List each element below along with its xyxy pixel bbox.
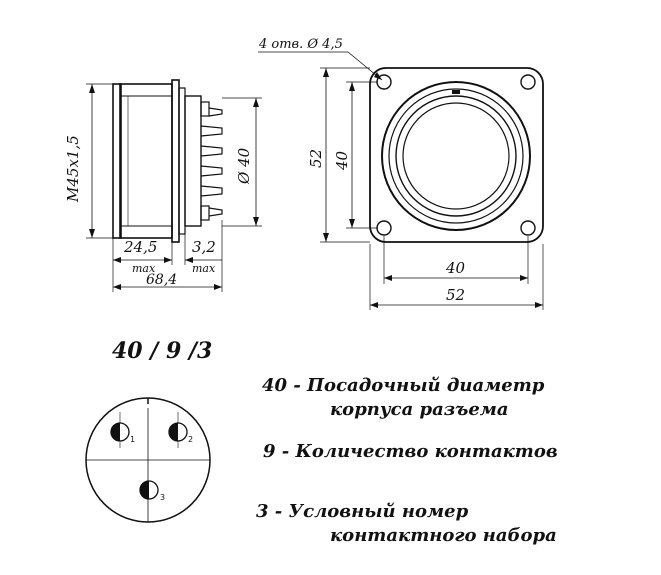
arrow <box>113 257 121 263</box>
legend-line-3b: контактного набора <box>330 525 557 546</box>
pin-layout-diagram: 1 2 3 <box>85 397 211 523</box>
inner-height: 40 <box>333 150 351 171</box>
arrow <box>214 284 222 290</box>
housing-outer-ring <box>381 81 531 231</box>
pin-label: 1 <box>130 435 135 444</box>
pin-2: 2 <box>168 422 193 444</box>
key-notch <box>452 90 460 94</box>
arrow <box>113 284 121 290</box>
pin-fill <box>140 481 149 499</box>
pin-fill <box>111 423 120 441</box>
housing-inner-ring <box>402 102 510 210</box>
pin-1: 1 <box>110 422 135 444</box>
mount-hole <box>376 220 392 236</box>
legend-line-1: 40 - Посадочный диаметр <box>262 375 545 396</box>
dia-label: Ø 40 <box>235 147 253 185</box>
code-title: 40 / 9 /3 <box>112 338 212 364</box>
arrow <box>89 84 95 93</box>
flange-nut <box>178 87 186 235</box>
legend-line-2: 9 - Количество контактов <box>263 441 558 462</box>
arrow <box>349 82 355 91</box>
arrow <box>535 302 543 308</box>
arrow <box>253 98 259 107</box>
outer-width: 52 <box>446 286 465 304</box>
contact-pins <box>200 101 223 221</box>
legend-line-1b: корпуса разъема <box>330 399 509 420</box>
pin-block <box>200 101 210 117</box>
thread-label: M45x1,5 <box>64 135 82 203</box>
pin-block <box>200 205 210 221</box>
outer-height: 52 <box>307 149 325 168</box>
len1-suffix: max <box>132 262 156 275</box>
arrow <box>185 257 193 263</box>
len2-suffix: max <box>192 262 216 275</box>
len1-value: 24,5 <box>123 238 157 256</box>
pin-label: 2 <box>188 435 193 444</box>
solder-cup <box>200 125 223 137</box>
legend-line-3: 3 - Условный номер <box>256 501 469 522</box>
arrow <box>384 275 392 281</box>
arrow <box>370 302 378 308</box>
solder-cup <box>200 145 223 157</box>
arrow <box>374 72 382 80</box>
arrow <box>323 68 329 77</box>
arrow <box>520 275 528 281</box>
arrow <box>253 217 259 226</box>
connector-front-view: 4 отв. Ø 4,5 52 40 40 52 <box>258 37 544 310</box>
plug-front-ring <box>112 83 122 239</box>
solder-cup <box>208 207 223 217</box>
pin-3: 3 <box>139 480 165 502</box>
solder-cup <box>200 165 223 177</box>
arrow <box>349 219 355 228</box>
housing-ring-2 <box>388 88 524 224</box>
solder-cup <box>200 185 223 197</box>
solder-cup <box>208 107 223 117</box>
mount-hole <box>520 220 536 236</box>
legend: 40 - Посадочный диаметр корпуса разъема … <box>256 375 558 546</box>
len2-value: 3,2 <box>192 238 216 256</box>
total-length: 68,4 <box>146 272 177 288</box>
arrow <box>323 233 329 242</box>
rear-body <box>184 95 202 227</box>
arrow <box>89 229 95 238</box>
pin-fill <box>169 423 178 441</box>
flange <box>171 79 180 243</box>
flange-square <box>369 67 544 243</box>
pin-label: 3 <box>160 493 165 502</box>
connector-side-view: M45x1,5 Ø 40 24,5 max 3,2 max 68,4 <box>64 79 262 292</box>
inner-width: 40 <box>445 259 466 277</box>
mount-hole <box>520 74 536 90</box>
holes-label: 4 отв. Ø 4,5 <box>258 37 343 52</box>
arrow <box>164 257 172 263</box>
housing-ring-3 <box>395 95 517 217</box>
